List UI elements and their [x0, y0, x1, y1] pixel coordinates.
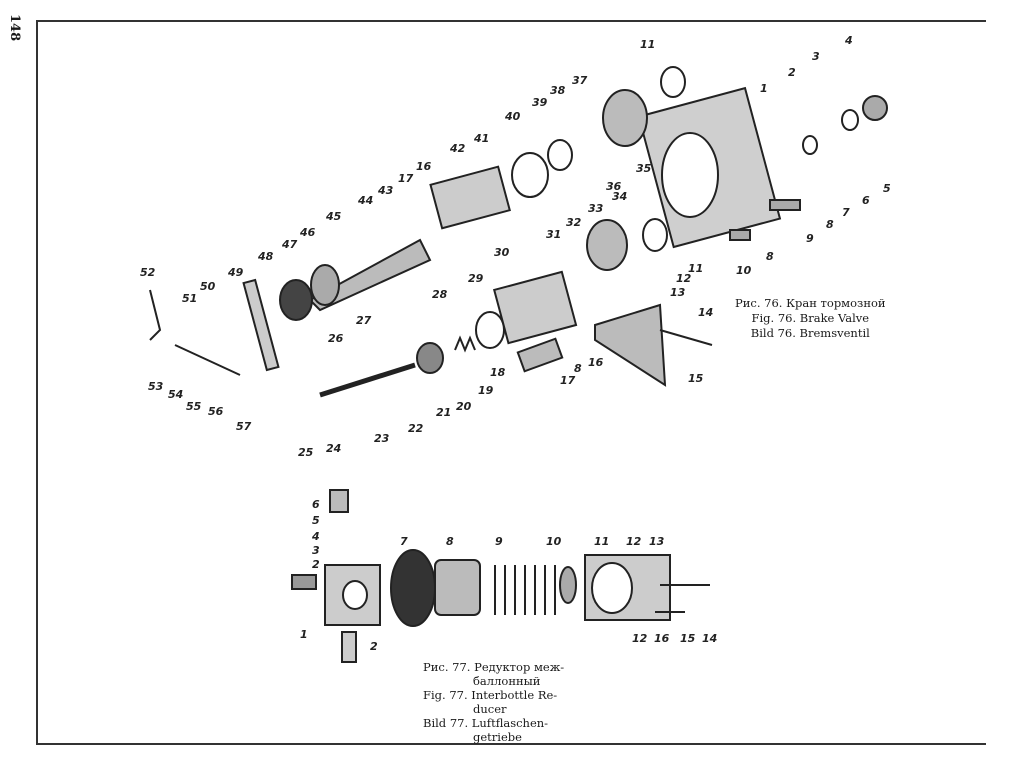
part-callout: 17: [398, 172, 414, 185]
part-callout: 14: [702, 632, 718, 645]
part-callout: 52: [140, 266, 156, 279]
page-border-bottom: [36, 743, 986, 745]
part-callout: 8: [446, 535, 454, 548]
part-callout: 14: [698, 306, 714, 319]
part-callout: 48: [258, 250, 274, 263]
part-callout: 11: [594, 535, 610, 548]
part-callout: 49: [228, 266, 244, 279]
figure77-caption: Рис. 77. Редуктор меж- баллонный Fig. 77…: [423, 660, 564, 744]
caption-line: Fig. 77. Interbottle Re-: [423, 688, 558, 702]
part-callout: 36: [606, 180, 622, 193]
part-callout: 1: [300, 628, 308, 641]
caption-line: Рис. 77. Редуктор меж-: [423, 660, 565, 674]
part-callout: 11: [688, 262, 704, 275]
part-callout: 50: [200, 280, 216, 293]
part-callout: 6: [312, 498, 320, 511]
part-callout: 35: [636, 162, 652, 175]
part-callout: 2: [370, 640, 378, 653]
part-callout: 47: [282, 238, 298, 251]
part-callout: 2: [788, 66, 796, 79]
page-border-top: [38, 20, 986, 22]
caption-line: баллонный: [473, 674, 541, 688]
part-callout: 45: [326, 210, 342, 223]
part-callout: 51: [182, 292, 198, 305]
part-callout: 23: [374, 432, 390, 445]
part-callout: 16: [416, 160, 432, 173]
part-callout: 39: [532, 96, 548, 109]
part-callout: 9: [495, 535, 503, 548]
part-callout: 33: [588, 202, 604, 215]
part-callout: 16: [588, 356, 604, 369]
part-callout: 12: [632, 632, 648, 645]
part-callout: 7: [400, 535, 408, 548]
part-callout: 8: [766, 250, 774, 263]
part-callout: 54: [168, 388, 184, 401]
part-callout: 38: [550, 84, 566, 97]
caption-line: getriebe: [473, 730, 522, 744]
part-callout: 15: [680, 632, 696, 645]
part-callout: 44: [358, 194, 374, 207]
part-callout: 10: [736, 264, 752, 277]
part-callout: 57: [236, 420, 252, 433]
part-callout: 37: [572, 74, 588, 87]
part-callout: 30: [494, 246, 510, 259]
part-callout: 43: [378, 184, 394, 197]
part-callout: 25: [298, 446, 314, 459]
part-callout: 26: [328, 332, 344, 345]
part-callout: 46: [300, 226, 316, 239]
part-callout: 3: [812, 50, 820, 63]
part-callout: 24: [326, 442, 342, 455]
caption-line: ducer: [473, 702, 507, 716]
part-callout: 20: [456, 400, 472, 413]
part-callout: 4: [845, 34, 853, 47]
part-callout: 5: [883, 182, 891, 195]
caption-line: Рис. 76. Кран тормозной: [735, 296, 886, 310]
part-callout: 15: [688, 372, 704, 385]
caption-line: Bild 77. Luftflaschen-: [423, 716, 549, 730]
part-callout: 40: [505, 110, 521, 123]
part-callout: 29: [468, 272, 484, 285]
part-callout: 13: [649, 535, 665, 548]
part-callout: 9: [806, 232, 814, 245]
part-callout: 6: [862, 194, 870, 207]
caption-line: Bild 76. Bremsventil: [750, 326, 870, 340]
part-callout: 5: [312, 514, 320, 527]
page-border-left: [36, 20, 38, 745]
figure76-caption: Рис. 76. Кран тормозной Fig. 76. Brake V…: [735, 296, 886, 341]
part-callout: 12: [676, 272, 692, 285]
part-callout: 8: [826, 218, 834, 231]
part-callout: 27: [356, 314, 372, 327]
part-callout: 17: [560, 374, 576, 387]
part-callout: 31: [546, 228, 562, 241]
part-callout: 34: [612, 190, 628, 203]
part-callout: 8: [574, 362, 582, 375]
part-callout: 10: [546, 535, 562, 548]
part-callout: 21: [436, 406, 452, 419]
part-callout: 56: [208, 405, 224, 418]
part-callout: 41: [474, 132, 490, 145]
part-callout: 2: [312, 558, 320, 571]
caption-line: Fig. 76. Brake Valve: [751, 311, 870, 325]
part-callout: 11: [640, 38, 656, 51]
part-callout: 22: [408, 422, 424, 435]
part-callout: 28: [432, 288, 448, 301]
part-callout: 16: [654, 632, 670, 645]
brake-valve-drawing: [149, 66, 888, 398]
part-callout: 1: [760, 82, 768, 95]
part-callout: 18: [490, 366, 506, 379]
part-callout: 19: [478, 384, 494, 397]
part-callout: 42: [450, 142, 466, 155]
part-callout: 13: [670, 286, 686, 299]
part-callout: 7: [842, 206, 850, 219]
interbottle-reducer-drawing: [291, 489, 710, 663]
part-callout: 3: [312, 544, 320, 557]
part-callout: 12: [626, 535, 642, 548]
part-callout: 53: [148, 380, 164, 393]
part-callout: 4: [312, 530, 320, 543]
part-callout: 32: [566, 216, 582, 229]
part-callout: 55: [186, 400, 202, 413]
